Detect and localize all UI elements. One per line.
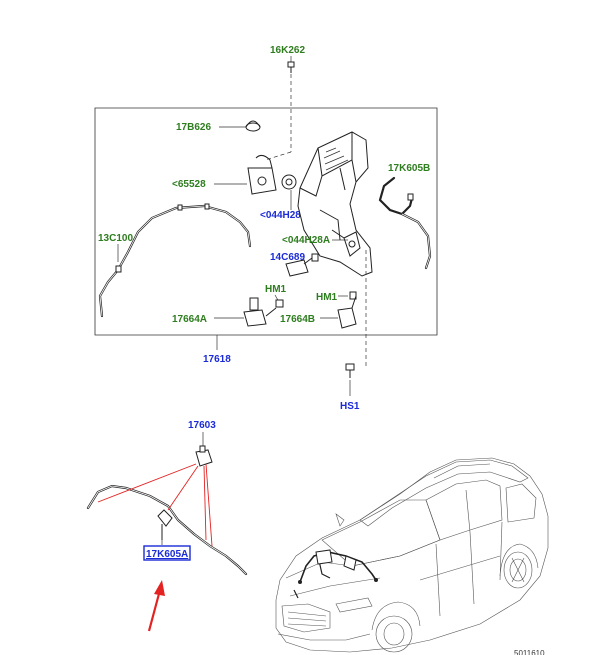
- cap-17B626: [245, 120, 261, 132]
- figure-code: 5011610: [514, 649, 545, 655]
- label-65528[interactable]: <65528: [172, 179, 206, 190]
- label-17664B[interactable]: 17664B: [280, 314, 315, 325]
- red-callout-lines: [97, 463, 213, 547]
- washer-reservoir: [297, 131, 373, 277]
- label-HM1-right[interactable]: HM1: [316, 292, 338, 303]
- screw-16K262: [287, 61, 295, 73]
- screw-HS1: [345, 363, 355, 378]
- label-14C689[interactable]: 14C689: [270, 252, 305, 263]
- label-17K605B[interactable]: 17K605B: [388, 163, 430, 174]
- label-17664A[interactable]: 17664A: [172, 314, 207, 325]
- label-17K605A[interactable]: 17K605A: [146, 549, 188, 560]
- connector-17603: [195, 445, 213, 467]
- bracket-65528: [247, 154, 277, 195]
- red-arrow: [147, 580, 165, 632]
- label-044H28B[interactable]: <044H28B: [260, 210, 308, 221]
- hose-17K605B: [378, 176, 432, 270]
- hose-13C100: [98, 203, 252, 318]
- clip-HM1-left: [275, 299, 284, 308]
- label-HM1-left[interactable]: HM1: [265, 284, 287, 295]
- label-17618[interactable]: 17618: [203, 354, 231, 365]
- hose-17K605A: [86, 484, 248, 576]
- highlight-box-17K605A: [143, 545, 191, 561]
- pump-17664A: [243, 297, 277, 327]
- label-17B626[interactable]: 17B626: [176, 122, 211, 133]
- clip-HM1-right: [349, 291, 357, 300]
- pump-17664B: [337, 295, 357, 329]
- assembly-frame: [94, 107, 438, 336]
- label-16K262[interactable]: 16K262: [270, 45, 305, 56]
- label-17603[interactable]: 17603: [188, 420, 216, 431]
- sensor-14C689: [285, 253, 319, 277]
- label-HS1[interactable]: HS1: [340, 401, 360, 412]
- label-044H28A[interactable]: <044H28A: [282, 235, 330, 246]
- car-illustration: [275, 457, 549, 653]
- label-13C100[interactable]: 13C100: [98, 233, 133, 244]
- grommet-044H28B: [281, 174, 297, 190]
